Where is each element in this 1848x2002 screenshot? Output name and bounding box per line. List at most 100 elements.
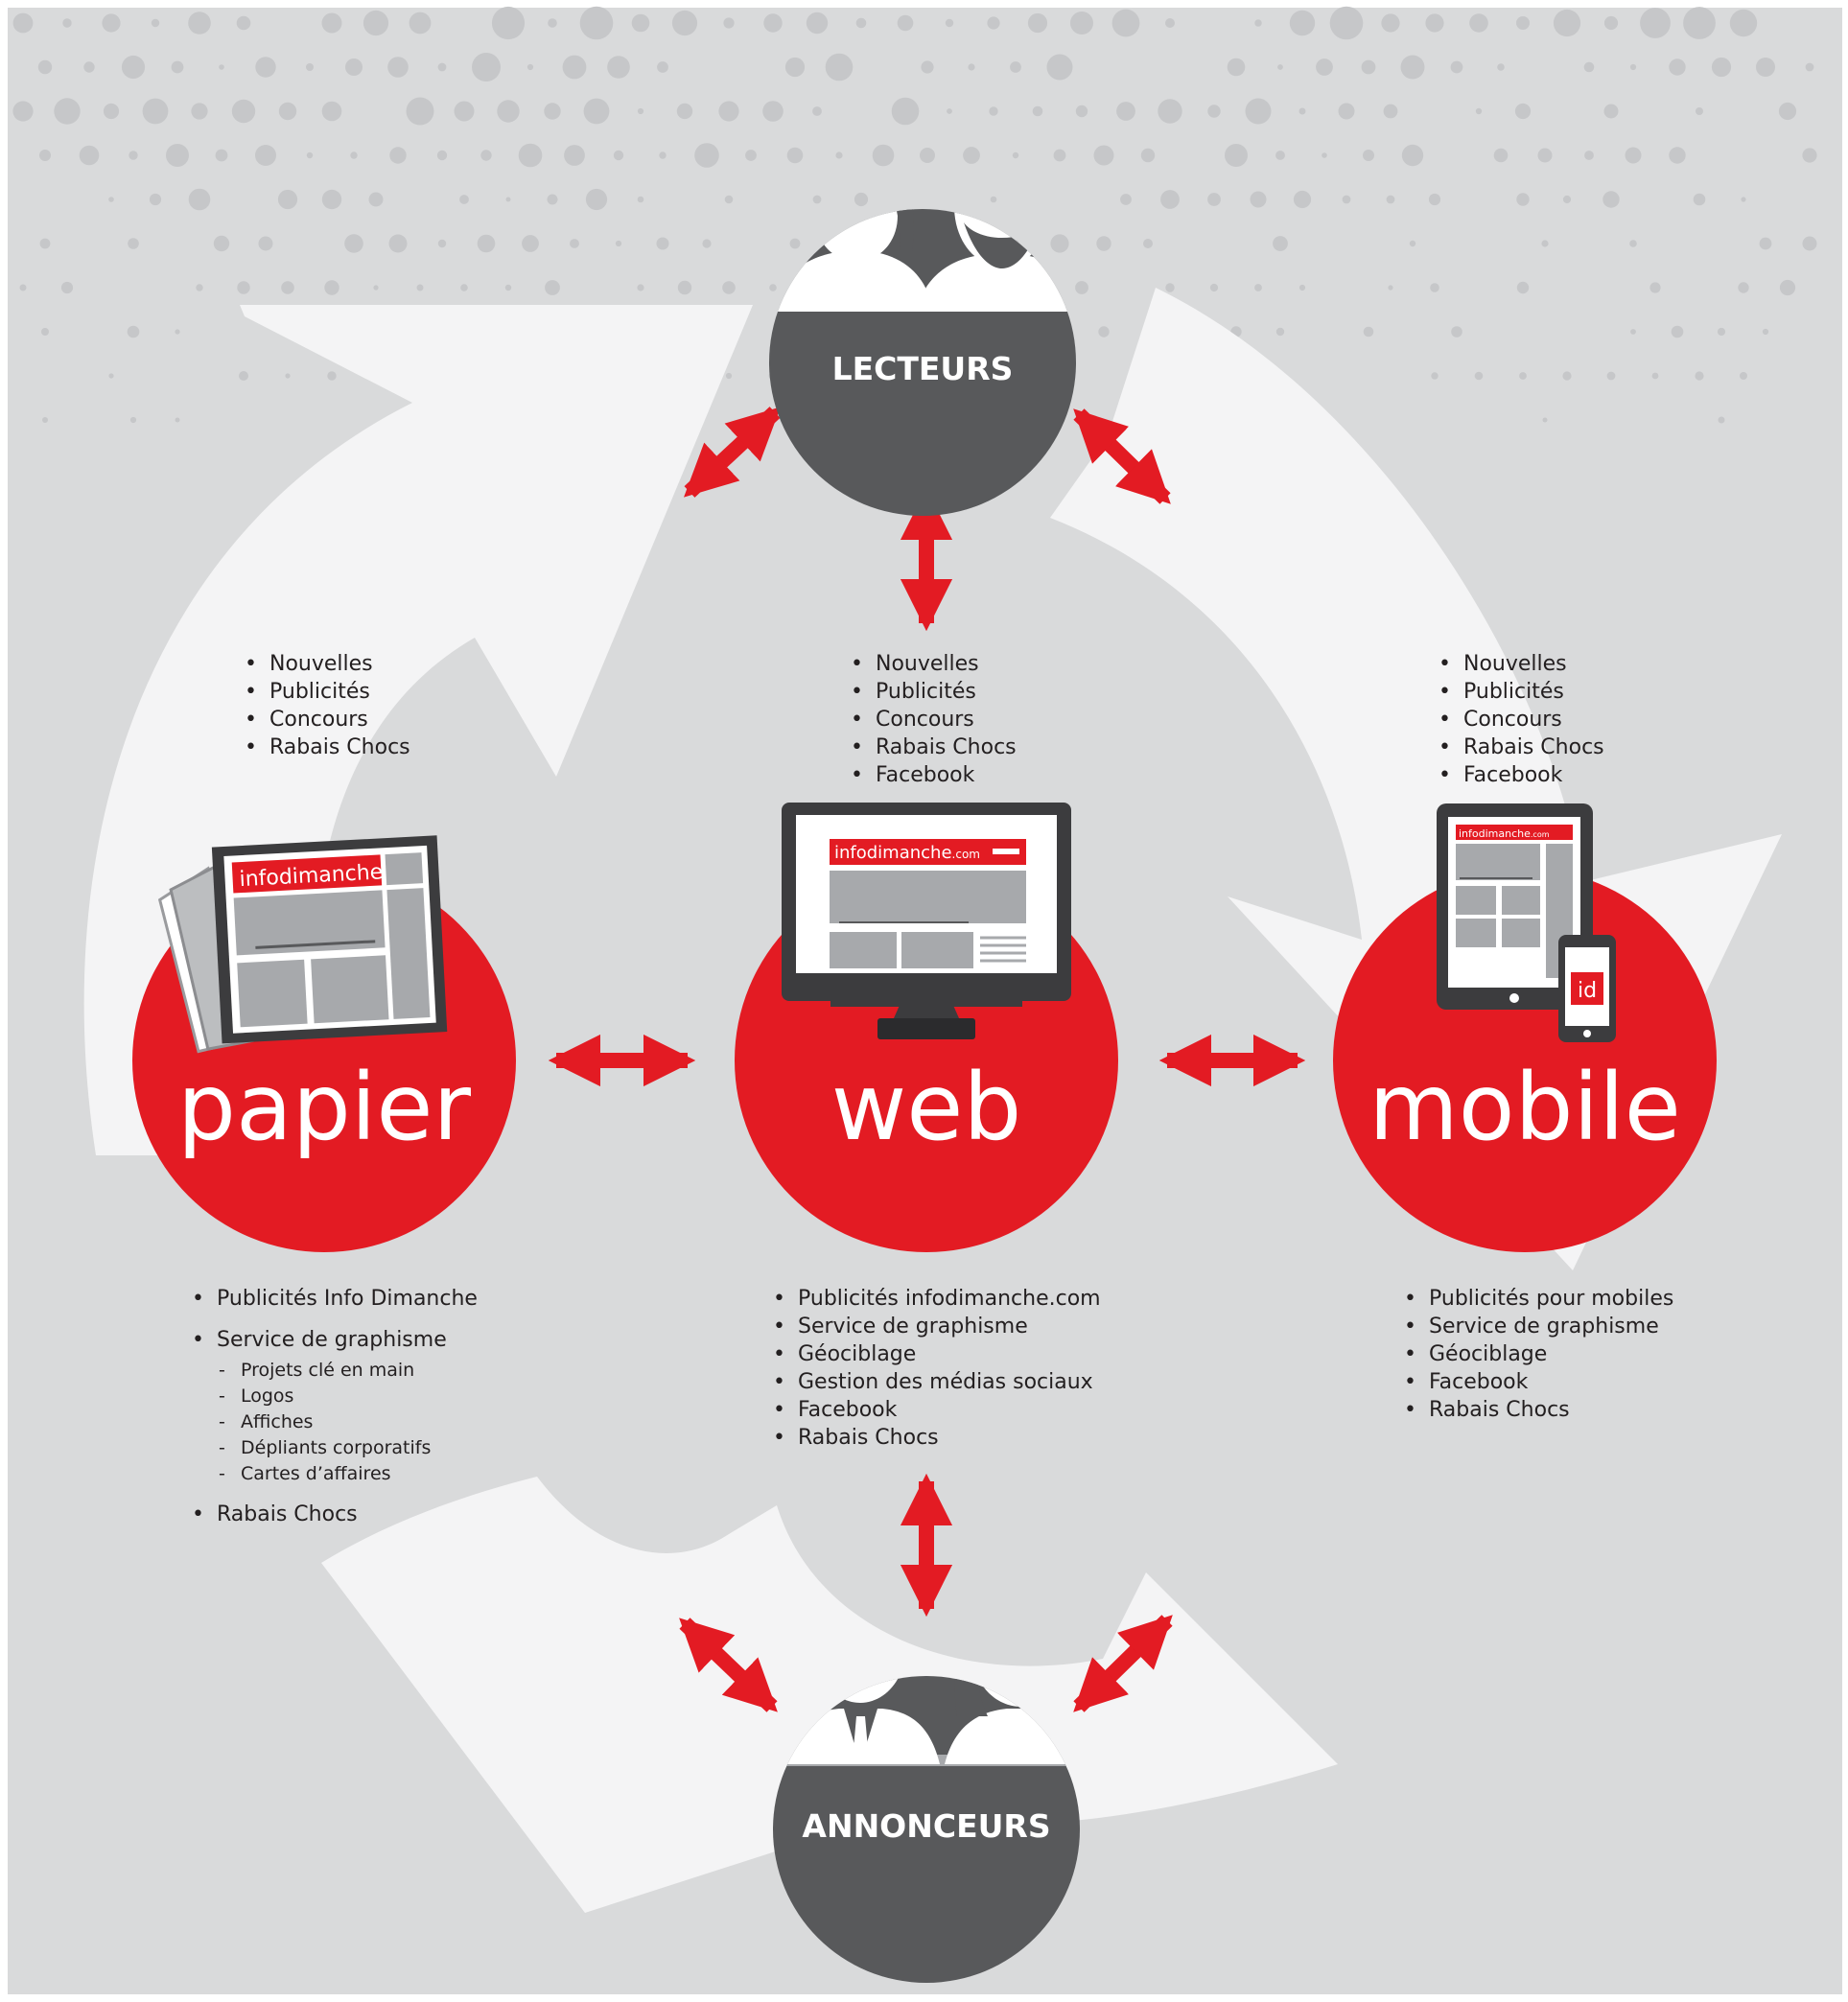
- texture-dot: [345, 58, 363, 76]
- texture-dot: [103, 103, 120, 120]
- texture-dot: [1583, 61, 1595, 73]
- texture-dot: [872, 144, 895, 167]
- advertisers-label: ANNONCEURS: [802, 1807, 1050, 1845]
- texture-dot: [1070, 12, 1093, 35]
- texture-dot: [1603, 104, 1619, 119]
- texture-dot: [547, 194, 558, 205]
- dot-pattern-texture: [12, 6, 1817, 424]
- texture-dot: [1431, 372, 1439, 380]
- texture-dot: [285, 373, 291, 379]
- texture-dot: [321, 12, 342, 34]
- list-item-label: Facebook: [1463, 763, 1563, 787]
- texture-dot: [607, 56, 630, 79]
- texture-dot: [1695, 371, 1704, 381]
- list-item-label: Rabais Chocs: [217, 1502, 358, 1526]
- texture-dot: [637, 196, 644, 203]
- texture-dot: [1603, 15, 1619, 31]
- texture-dot: [671, 10, 698, 36]
- connector-papier-lecteurs: [684, 407, 781, 498]
- texture-dot: [108, 373, 114, 379]
- texture-dot: [491, 6, 526, 40]
- app-badge: id: [1578, 979, 1597, 1003]
- web-brand: infodimanche.com: [834, 843, 980, 863]
- texture-dot: [1381, 13, 1400, 33]
- list-item: Rabais Chocs: [1439, 733, 1604, 761]
- texture-dot: [12, 101, 34, 122]
- texture-dot: [278, 102, 297, 121]
- texture-dot: [725, 372, 733, 380]
- mobile-title: mobile: [1368, 1054, 1681, 1161]
- texture-dot: [142, 98, 169, 125]
- texture-dot: [1584, 151, 1594, 160]
- texture-dot: [920, 148, 935, 163]
- texture-dot: [562, 55, 587, 80]
- texture-dot: [1289, 10, 1316, 36]
- texture-dot: [480, 150, 492, 161]
- texture-dot: [497, 100, 520, 123]
- mobile-advertisers-list: Publicités pour mobilesService de graphi…: [1404, 1285, 1673, 1424]
- texture-dot: [1802, 236, 1817, 251]
- texture-dot: [60, 281, 74, 294]
- list-item-label: Rabais Chocs: [1429, 1398, 1570, 1422]
- list-item: Facebook: [1439, 761, 1604, 789]
- texture-dot: [1779, 279, 1796, 296]
- texture-dot: [548, 18, 557, 28]
- texture-dot: [1671, 325, 1684, 338]
- list-item: Concours: [851, 706, 1017, 733]
- texture-dot: [1012, 151, 1019, 159]
- texture-dot: [1254, 19, 1262, 27]
- texture-dot: [1245, 98, 1272, 125]
- texture-dot: [1050, 234, 1069, 253]
- list-item-label: Facebook: [798, 1398, 898, 1422]
- texture-dot: [1254, 284, 1262, 291]
- papier-readers-list: NouvellesPublicitésConcoursRabais Chocs: [245, 650, 410, 761]
- texture-dot: [1718, 416, 1725, 424]
- texture-dot: [1275, 327, 1285, 337]
- texture-dot: [789, 238, 801, 249]
- texture-dot: [657, 61, 668, 73]
- texture-dot: [615, 240, 622, 247]
- texture-dot: [637, 107, 644, 115]
- texture-dot: [545, 280, 560, 295]
- texture-dot: [518, 143, 543, 168]
- texture-dot: [855, 17, 867, 29]
- texture-dot: [387, 57, 409, 78]
- list-item-label: Nouvelles: [1463, 652, 1567, 676]
- list-item-label: Service de graphisme: [798, 1315, 1028, 1339]
- sub-list-item: Cartes d’affaires: [217, 1461, 478, 1487]
- texture-dot: [255, 145, 276, 166]
- texture-dot: [812, 195, 822, 204]
- texture-dot: [1756, 58, 1775, 77]
- list-item: Géociblage: [773, 1340, 1101, 1368]
- list-item: Service de graphisme: [773, 1313, 1101, 1340]
- texture-dot: [504, 284, 512, 291]
- texture-dot: [1649, 282, 1661, 293]
- texture-dot: [1207, 193, 1221, 206]
- texture-dot: [1717, 327, 1726, 337]
- texture-dot: [188, 188, 211, 211]
- texture-dot: [564, 145, 585, 166]
- texture-dot: [1602, 191, 1620, 208]
- texture-dot: [1322, 152, 1327, 158]
- connector-mobile-annonceurs: [1073, 1615, 1173, 1712]
- texture-dot: [437, 62, 447, 72]
- texture-dot: [723, 17, 735, 29]
- list-item-label: Rabais Chocs: [876, 735, 1017, 759]
- texture-dot: [763, 13, 783, 33]
- connector-mobile-lecteurs: [1073, 408, 1171, 504]
- list-item-label: Publicités: [876, 680, 976, 704]
- texture-dot: [1640, 8, 1671, 38]
- texture-dot: [1158, 99, 1182, 124]
- texture-dot: [1207, 105, 1221, 118]
- texture-dot: [1516, 16, 1530, 30]
- texture-dot: [373, 285, 379, 291]
- sub-list-item: Projets clé en main: [217, 1358, 478, 1384]
- texture-dot: [1693, 193, 1706, 206]
- texture-dot: [656, 237, 669, 250]
- connector-arrows: [548, 407, 1306, 1712]
- texture-dot: [1669, 58, 1686, 76]
- texture-dot: [676, 103, 693, 120]
- texture-dot: [1361, 59, 1376, 75]
- texture-dot: [745, 150, 757, 161]
- texture-dot: [39, 238, 51, 249]
